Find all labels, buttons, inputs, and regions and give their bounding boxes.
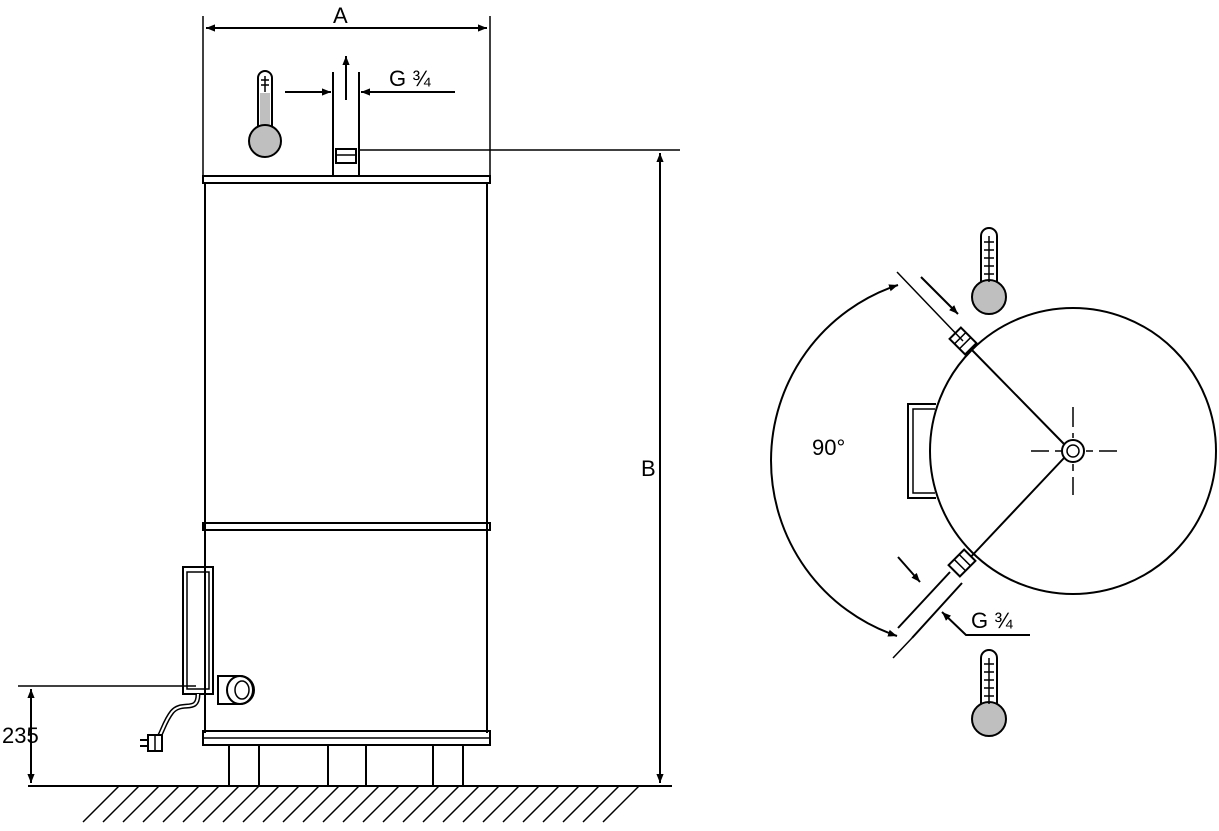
thread-label-top: G ¾ xyxy=(389,66,431,91)
control-box xyxy=(182,566,214,695)
radial-line-upper xyxy=(969,347,1065,445)
control-box-top xyxy=(907,403,936,499)
top-view: 90° G ¾ xyxy=(770,227,1217,737)
angle-extension-lower xyxy=(892,637,913,659)
thread-label-side: G ¾ xyxy=(971,608,1013,633)
lower-tube xyxy=(897,571,963,639)
tank-body xyxy=(202,175,491,746)
centerlines xyxy=(1031,407,1117,495)
floor-hatch xyxy=(82,785,640,823)
upper-insertion-arrow xyxy=(920,276,959,315)
side-view: G ¾ A B 235 xyxy=(2,3,680,823)
middle-band xyxy=(202,522,491,531)
tank-top-circle xyxy=(929,307,1217,595)
thermometer-icon xyxy=(971,649,1007,737)
thermometer-icon xyxy=(248,70,282,158)
angle-arc xyxy=(770,284,899,637)
dimension-b xyxy=(359,149,680,783)
thread-callout-side xyxy=(941,611,1030,636)
tank-feet xyxy=(228,744,464,787)
side-nozzle xyxy=(217,675,255,705)
radial-line-lower xyxy=(965,457,1065,563)
lower-sensor-sleeve xyxy=(947,548,977,578)
thermometer-icon xyxy=(971,227,1007,315)
dimension-label-a: A xyxy=(333,3,348,28)
center-connection xyxy=(1061,439,1085,463)
angle-label: 90° xyxy=(812,435,845,460)
lower-insertion-arrow xyxy=(897,556,921,583)
top-band xyxy=(202,175,491,184)
dimension-235 xyxy=(18,685,196,783)
top-connector xyxy=(332,56,360,176)
power-plug-icon xyxy=(140,734,163,752)
angle-extension-upper xyxy=(896,271,964,342)
dimension-label-b: B xyxy=(641,456,656,481)
dimension-label-235: 235 xyxy=(2,723,39,748)
floor xyxy=(28,785,672,823)
